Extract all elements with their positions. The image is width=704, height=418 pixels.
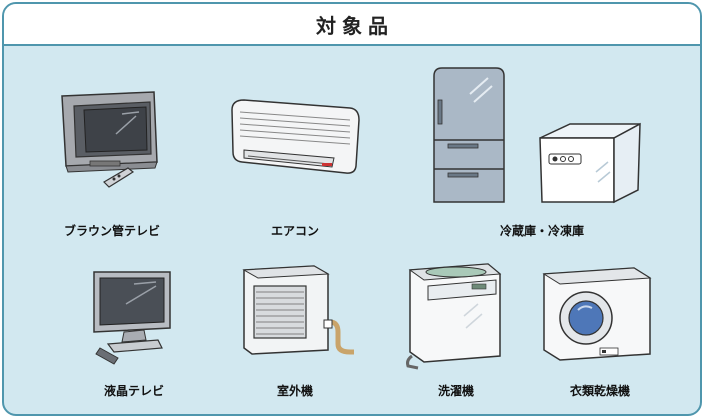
panel-header: 対象品 [4, 4, 700, 46]
washing-machine-icon [406, 263, 502, 370]
item-label-refrigerator-freezer: 冷蔵庫・冷凍庫 [499, 224, 585, 238]
refrigerator-freezer-icon [433, 67, 641, 204]
item-label-washing-machine: 洗濯機 [437, 384, 475, 398]
panel-title: 対象品 [316, 13, 394, 38]
item-label-air-conditioner: エアコン [270, 224, 320, 238]
clothes-dryer-icon [542, 267, 652, 361]
outdoor-unit-icon [242, 265, 354, 355]
air-conditioner-icon [231, 99, 360, 174]
crt-tv-icon [61, 91, 158, 188]
item-label-clothes-dryer: 衣類乾燥機 [569, 384, 631, 398]
item-label-lcd-tv: 液晶テレビ [103, 384, 165, 398]
item-label-outdoor-unit: 室外機 [276, 384, 314, 398]
lcd-tv-icon [93, 271, 171, 365]
item-label-crt-tv: ブラウン管テレビ [63, 224, 161, 238]
